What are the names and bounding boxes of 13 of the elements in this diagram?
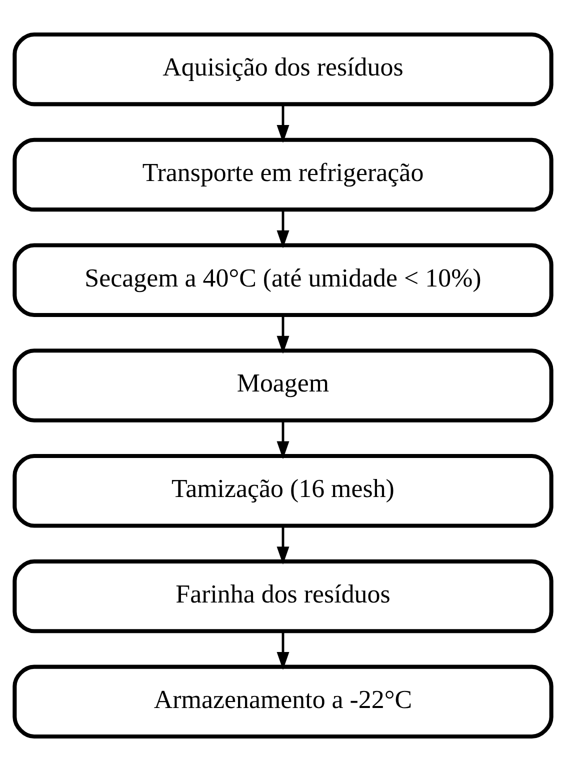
arrow	[276, 315, 290, 354]
arrow	[276, 631, 290, 670]
node-box: Aquisição dos resíduos	[12, 32, 554, 106]
arrow	[276, 420, 290, 460]
node-box: Secagem a 40°C (até umidade < 10%)	[12, 243, 554, 317]
arrow	[276, 104, 290, 143]
node-box: Farinha dos resíduos	[12, 559, 554, 634]
node-box: Transporte em refrigeração	[12, 138, 554, 212]
arrow	[276, 210, 290, 248]
arrow	[276, 526, 290, 564]
node-box: Armazenamento a -22°C	[12, 664, 554, 739]
node-box: Tamização (16 mesh)	[12, 454, 554, 528]
node-box: Moagem	[12, 348, 554, 422]
